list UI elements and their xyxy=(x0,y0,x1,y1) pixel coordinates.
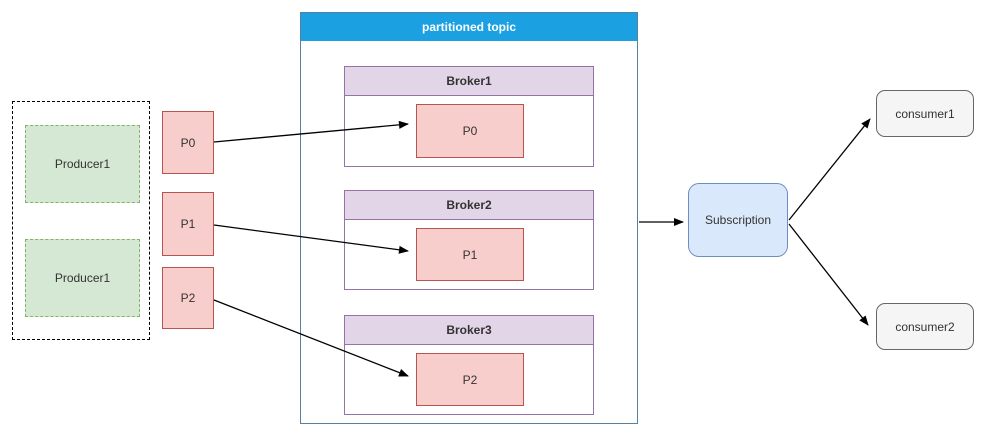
broker-partition-p1: P1 xyxy=(416,228,524,281)
broker-header: Broker1 xyxy=(345,67,593,96)
broker-partition-label: P0 xyxy=(462,124,478,138)
consumer-label: consumer1 xyxy=(895,106,955,121)
broker-label: Broker3 xyxy=(446,323,492,337)
broker-node-3: Broker3 P2 xyxy=(344,315,594,415)
broker-partition-p0: P0 xyxy=(416,104,524,158)
broker-partition-p2: P2 xyxy=(416,353,524,406)
producer-node-2: Producer1 xyxy=(25,239,140,317)
partition-node-p1: P1 xyxy=(162,192,214,256)
arrow-subscription-to-consumer1 xyxy=(788,118,871,221)
partition-label: P1 xyxy=(180,217,196,231)
subscription-label: Subscription xyxy=(704,213,772,227)
consumer-label: consumer2 xyxy=(895,319,955,334)
partition-label: P0 xyxy=(180,135,196,150)
partition-label: P2 xyxy=(180,291,196,305)
producer-label: Producer1 xyxy=(54,271,111,285)
partition-node-p0: P0 xyxy=(162,111,214,174)
broker-label: Broker1 xyxy=(446,74,492,88)
broker-partition-label: P1 xyxy=(462,247,478,262)
partitioned-topic-header: partitioned topic xyxy=(301,13,637,41)
broker-node-2: Broker2 P1 xyxy=(344,190,594,290)
consumer-node-1: consumer1 xyxy=(876,90,974,137)
consumer-node-2: consumer2 xyxy=(876,303,974,350)
broker-node-1: Broker1 P0 xyxy=(344,66,594,167)
subscription-node: Subscription xyxy=(688,183,788,257)
partition-node-p2: P2 xyxy=(162,267,214,329)
producer-label: Producer1 xyxy=(54,157,111,171)
broker-partition-label: P2 xyxy=(462,372,478,387)
broker-label: Broker2 xyxy=(446,198,492,212)
broker-header: Broker2 xyxy=(345,191,593,220)
producer-node-1: Producer1 xyxy=(25,125,140,203)
broker-header: Broker3 xyxy=(345,316,593,345)
partitioned-topic-title: partitioned topic xyxy=(422,20,516,34)
arrow-subscription-to-consumer2 xyxy=(788,223,869,326)
